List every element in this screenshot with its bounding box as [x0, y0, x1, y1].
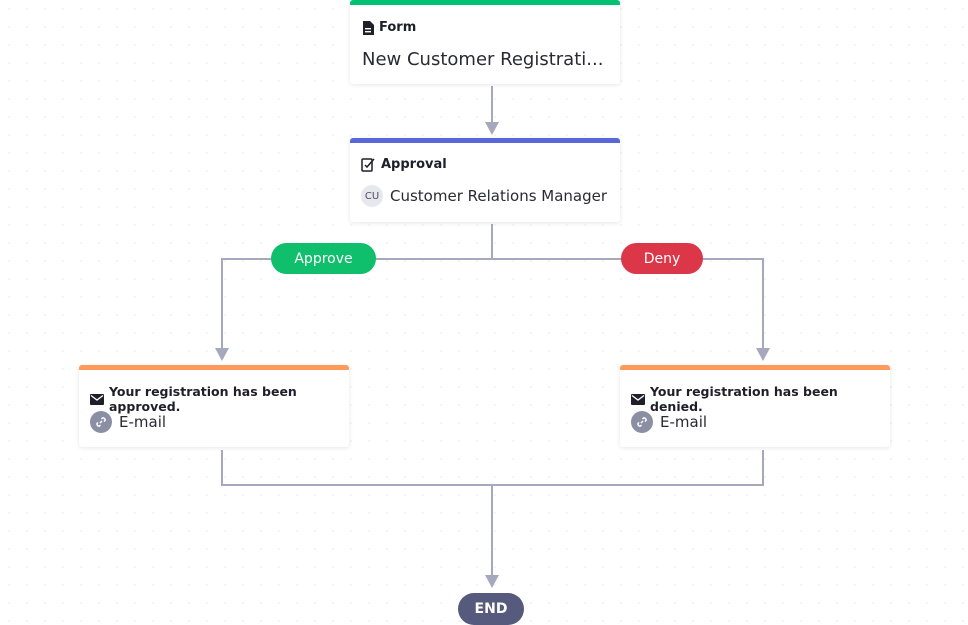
assignee-avatar: CU: [361, 185, 383, 207]
connector-approve-branch: [221, 258, 492, 350]
arrowhead: [756, 348, 770, 361]
arrowhead: [485, 122, 499, 135]
approval-icon: [361, 157, 376, 172]
form-type-label: Form: [379, 20, 417, 35]
approval-accent-bar: [350, 138, 620, 143]
arrowhead: [215, 348, 229, 361]
link-icon: [631, 411, 653, 433]
document-icon: [362, 20, 374, 35]
connector-deny-branch: [492, 258, 764, 350]
denied-email-card[interactable]: Your registration has been denied. E-mai…: [620, 365, 890, 447]
denied-email-channel: E-mail: [660, 413, 708, 431]
approved-email-card[interactable]: Your registration has been approved. E-m…: [79, 365, 349, 447]
denied-email-title: Your registration has been denied.: [650, 384, 838, 414]
approved-email-title: Your registration has been approved.: [109, 384, 297, 414]
form-title: New Customer Registrati...: [362, 49, 604, 70]
email-accent-bar: [79, 365, 349, 370]
arrowhead: [485, 575, 499, 588]
approval-card[interactable]: Approval CU Customer Relations Manager: [350, 138, 620, 222]
link-icon: [90, 411, 112, 433]
form-card[interactable]: Form New Customer Registrati...: [350, 0, 620, 84]
deny-branch-pill[interactable]: Deny: [621, 243, 703, 274]
envelope-icon: [90, 393, 104, 405]
approve-branch-pill[interactable]: Approve: [271, 243, 376, 274]
approved-email-channel: E-mail: [119, 413, 167, 431]
envelope-icon: [631, 393, 645, 405]
assignee-name: Customer Relations Manager: [390, 187, 608, 205]
email-accent-bar: [620, 365, 890, 370]
approval-type-label: Approval: [381, 157, 447, 172]
end-node[interactable]: END: [458, 593, 524, 625]
form-accent-bar: [350, 0, 620, 5]
connector-merge: [221, 450, 764, 486]
